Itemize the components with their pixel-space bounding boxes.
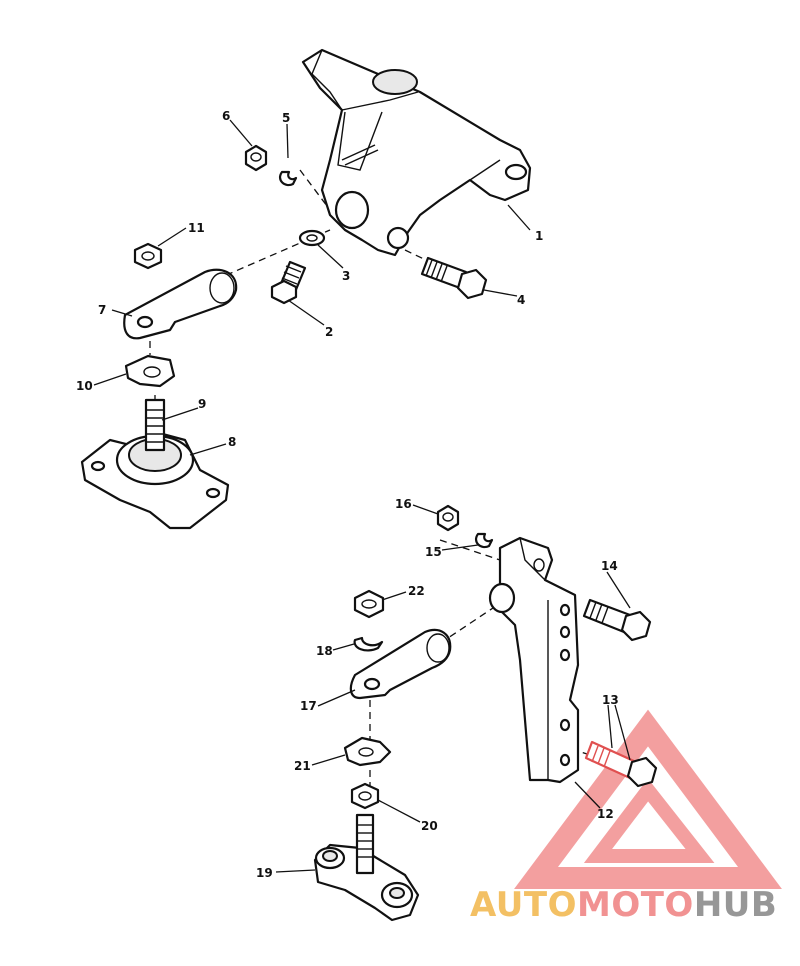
washer-part-3 (298, 229, 326, 247)
callout-9: 9 (198, 397, 206, 411)
callout-11: 11 (188, 221, 205, 235)
callout-3: 3 (342, 269, 350, 283)
watermark-logo (514, 709, 782, 889)
bracket-part-1 (301, 48, 532, 257)
arm-part-12 (488, 536, 580, 784)
watermark-hub: HUB (694, 885, 777, 925)
callout-13: 13 (602, 693, 619, 707)
watermark-auto: AUTO (470, 885, 577, 925)
nut-part-6 (244, 144, 268, 172)
stud-plate-part-19 (355, 813, 375, 875)
stud-part-9 (144, 398, 166, 452)
callout-leaders (93, 119, 631, 873)
tab-washer-part-21 (343, 736, 392, 767)
nut-part-11 (133, 242, 163, 270)
nut-part-16 (436, 504, 460, 532)
nut-part-20 (350, 782, 380, 810)
bolt-part-13 (584, 740, 658, 788)
bolt-part-2 (270, 260, 307, 305)
callout-22: 22 (408, 584, 425, 598)
callout-5: 5 (282, 111, 290, 125)
callout-14: 14 (601, 559, 618, 573)
callout-2: 2 (325, 325, 333, 339)
link-part-7 (123, 268, 238, 340)
callout-4: 4 (517, 293, 525, 307)
svg-text:AUTOMOTOHUB: AUTOMOTOHUB (470, 885, 777, 925)
callout-20: 20 (421, 819, 438, 833)
tab-washer-part-10 (124, 354, 176, 388)
mount-plate-part-19 (313, 843, 420, 922)
callout-1: 1 (535, 229, 543, 243)
callout-15: 15 (425, 545, 442, 559)
callout-16: 16 (395, 497, 412, 511)
mount-base-part-8 (80, 430, 230, 530)
watermark-triangle (514, 709, 782, 889)
watermark-inner-triangle (583, 778, 715, 863)
bolt-part-4 (420, 256, 488, 300)
nut-part-22 (353, 589, 385, 619)
callout-12: 12 (597, 807, 614, 821)
callout-19: 19 (256, 866, 273, 880)
callout-18: 18 (316, 644, 333, 658)
lock-washer-part-18 (353, 636, 384, 652)
callout-10: 10 (76, 379, 93, 393)
lock-washer-part-15 (474, 532, 494, 549)
lock-washer-part-5 (278, 170, 298, 187)
callout-8: 8 (228, 435, 236, 449)
link-part-17 (349, 628, 452, 700)
watermark-text: AUTOMOTOHUB (470, 885, 777, 925)
callout-numbers: 1 2 3 4 5 6 7 8 9 10 11 12 13 14 15 16 1… (76, 109, 619, 880)
callout-6: 6 (222, 109, 230, 123)
callout-17: 17 (300, 699, 317, 713)
callout-7: 7 (98, 303, 106, 317)
callout-21: 21 (294, 759, 311, 773)
bolt-part-14 (582, 598, 652, 642)
watermark-moto: MOTO (577, 885, 694, 925)
